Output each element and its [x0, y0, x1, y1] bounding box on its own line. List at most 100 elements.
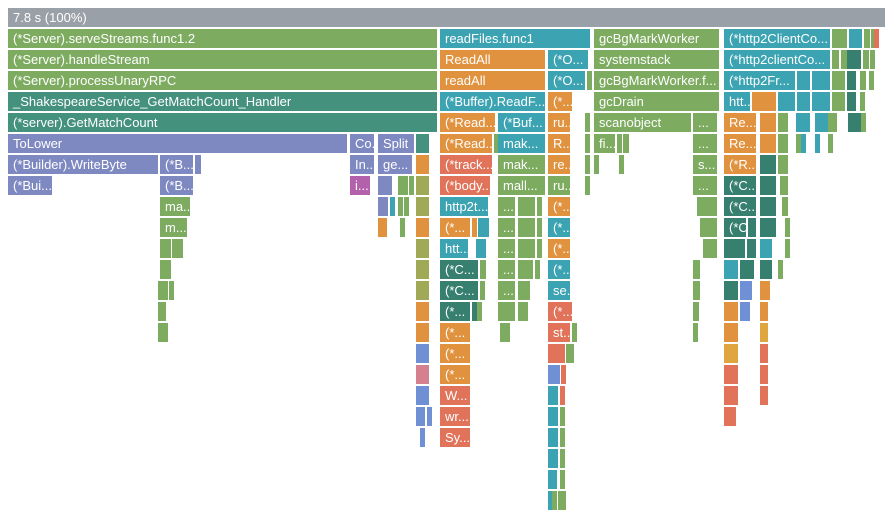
- frame-block[interactable]: [870, 50, 875, 69]
- frame-block[interactable]: [812, 71, 830, 90]
- frame-block[interactable]: [724, 386, 738, 405]
- frame-block[interactable]: [477, 302, 482, 321]
- frame-block[interactable]: [760, 176, 776, 195]
- frame-block[interactable]: [760, 239, 772, 258]
- frame-block[interactable]: ge...: [378, 155, 412, 174]
- frame-block[interactable]: [778, 134, 788, 153]
- frame-block[interactable]: [403, 176, 408, 195]
- frame-block[interactable]: ma...: [160, 197, 190, 216]
- frame-block[interactable]: (*...: [440, 323, 470, 342]
- frame-block[interactable]: [857, 113, 862, 132]
- frame-block[interactable]: [416, 197, 429, 216]
- frame-block[interactable]: (*...: [548, 218, 570, 237]
- frame-block[interactable]: (*Server).handleStream: [8, 50, 437, 69]
- frame-block[interactable]: (*track...: [440, 155, 492, 174]
- frame-block[interactable]: (*C...: [724, 218, 746, 237]
- frame-block[interactable]: [518, 281, 530, 300]
- frame-block[interactable]: [760, 344, 768, 363]
- frame-block[interactable]: [760, 281, 770, 300]
- frame-block[interactable]: (*body...: [440, 176, 490, 195]
- frame-block[interactable]: [518, 302, 528, 321]
- frame-block[interactable]: Re...: [724, 134, 756, 153]
- frame-block[interactable]: [548, 386, 558, 405]
- frame-block[interactable]: [752, 92, 776, 111]
- frame-block[interactable]: (*http2ClientCo...: [724, 29, 830, 48]
- frame-block[interactable]: [566, 344, 571, 363]
- frame-block[interactable]: [416, 386, 429, 405]
- root-frame[interactable]: 7.8 s (100%): [8, 8, 885, 27]
- frame-block[interactable]: [548, 470, 557, 489]
- frame-block[interactable]: (*Builder).WriteByte: [8, 155, 158, 174]
- frame-block[interactable]: [760, 218, 776, 237]
- frame-block[interactable]: [172, 239, 177, 258]
- frame-block[interactable]: [864, 29, 870, 48]
- frame-block[interactable]: (*...: [548, 260, 570, 279]
- frame-block[interactable]: ToLower: [8, 134, 347, 153]
- frame-block[interactable]: (*O...: [548, 50, 588, 69]
- frame-block[interactable]: ...: [498, 239, 515, 258]
- frame-block[interactable]: [617, 134, 622, 153]
- frame-block[interactable]: [782, 197, 788, 216]
- frame-block[interactable]: [796, 134, 801, 153]
- frame-block[interactable]: [535, 260, 540, 279]
- frame-block[interactable]: [778, 113, 788, 132]
- frame-block[interactable]: [494, 134, 499, 153]
- frame-block[interactable]: [416, 365, 429, 384]
- frame-block[interactable]: [760, 197, 776, 216]
- frame-block[interactable]: [427, 407, 432, 426]
- frame-block[interactable]: [378, 218, 387, 237]
- frame-block[interactable]: [158, 323, 163, 342]
- frame-block[interactable]: readAll: [440, 71, 545, 90]
- frame-block[interactable]: ru...: [548, 176, 570, 195]
- frame-block[interactable]: [847, 71, 856, 90]
- frame-block[interactable]: [797, 92, 810, 111]
- frame-block[interactable]: htt...: [724, 92, 750, 111]
- frame-block[interactable]: [420, 428, 425, 447]
- frame-block[interactable]: (*...: [440, 218, 470, 237]
- frame-block[interactable]: [851, 113, 856, 132]
- frame-block[interactable]: Co...: [350, 134, 374, 153]
- frame-block[interactable]: [378, 176, 392, 195]
- frame-block[interactable]: [778, 155, 788, 174]
- frame-block[interactable]: re...: [548, 155, 570, 174]
- frame-block[interactable]: (*...: [548, 92, 572, 111]
- frame-block[interactable]: [480, 281, 485, 300]
- frame-block[interactable]: (*Read...: [440, 113, 495, 132]
- frame-block[interactable]: [416, 176, 429, 195]
- frame-block[interactable]: mak...: [498, 155, 545, 174]
- frame-block[interactable]: ...: [498, 218, 515, 237]
- frame-block[interactable]: [518, 260, 533, 279]
- frame-block[interactable]: [874, 29, 879, 48]
- frame-block[interactable]: (*O...: [548, 71, 585, 90]
- frame-block[interactable]: [849, 29, 862, 48]
- frame-block[interactable]: (*...: [440, 344, 470, 363]
- frame-block[interactable]: [760, 155, 776, 174]
- frame-block[interactable]: [518, 239, 535, 258]
- frame-block[interactable]: _ShakespeareService_GetMatchCount_Handle…: [8, 92, 437, 111]
- frame-block[interactable]: [478, 218, 489, 237]
- frame-block[interactable]: [548, 344, 565, 363]
- frame-block[interactable]: [476, 239, 486, 258]
- frame-block[interactable]: (*...: [548, 239, 570, 258]
- frame-block[interactable]: (*B...: [160, 155, 193, 174]
- frame-block[interactable]: [812, 92, 830, 111]
- frame-block[interactable]: [740, 260, 754, 279]
- frame-block[interactable]: (*http2clientCo...: [724, 50, 830, 69]
- frame-block[interactable]: [724, 407, 736, 426]
- frame-block[interactable]: [537, 239, 542, 258]
- frame-block[interactable]: ...: [693, 113, 717, 132]
- frame-block[interactable]: mak...: [498, 134, 545, 153]
- frame-block[interactable]: [760, 260, 772, 279]
- frame-block[interactable]: [848, 113, 853, 132]
- frame-block[interactable]: [623, 134, 629, 153]
- frame-block[interactable]: [548, 407, 558, 426]
- frame-block[interactable]: [480, 260, 486, 279]
- frame-block[interactable]: [169, 281, 174, 300]
- frame-block[interactable]: [724, 365, 738, 384]
- frame-block[interactable]: systemstack: [594, 50, 719, 69]
- frame-block[interactable]: [195, 155, 201, 174]
- frame-block[interactable]: fi...: [594, 134, 615, 153]
- frame-block[interactable]: [498, 302, 515, 321]
- frame-block[interactable]: se...: [548, 281, 570, 300]
- frame-block[interactable]: [585, 113, 590, 132]
